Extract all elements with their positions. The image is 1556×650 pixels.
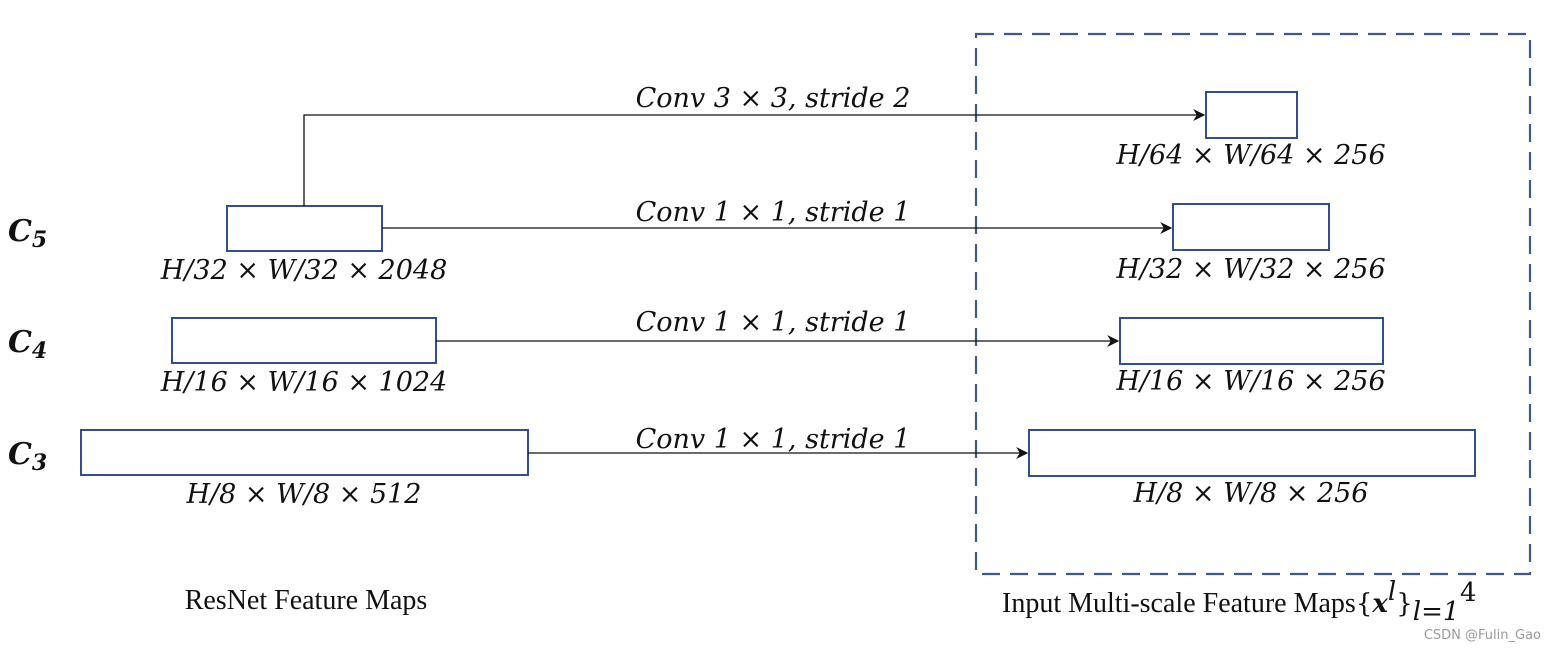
- output-map-x4-label: H/64 × W/64 × 256: [1115, 140, 1385, 171]
- stage-subscript: 4: [32, 338, 47, 364]
- output-map-x3-label: H/32 × W/32 × 256: [1115, 254, 1385, 285]
- output-map-x2-label: H/16 × W/16 × 256: [1115, 366, 1385, 397]
- resnet-map-c4-label: H/16 × W/16 × 1024: [160, 367, 448, 398]
- caption-resnet-feature-maps: ResNet Feature Maps: [185, 585, 428, 616]
- output-map-x3-box: [1172, 203, 1330, 251]
- caption-close-brace: }: [1396, 589, 1413, 619]
- output-map-x4-box: [1205, 91, 1298, 139]
- caption-var-sup: l: [1388, 577, 1396, 607]
- op-conv: Conv: [636, 83, 706, 114]
- op-label-c4-to-x2: Conv 1 × 1, stride 1: [636, 307, 911, 338]
- resnet-map-c4-box: [171, 317, 437, 364]
- op-conv: Conv: [636, 307, 706, 338]
- resnet-map-c3-box: [80, 429, 529, 476]
- caption-sup: 4: [1460, 578, 1477, 608]
- resnet-map-c5-label: H/32 × W/32 × 2048: [160, 255, 448, 286]
- op-kernel: 1 × 1,: [714, 424, 797, 455]
- op-conv: Conv: [636, 424, 706, 455]
- stage-letter: C: [8, 214, 32, 249]
- op-stride-word: stride: [805, 197, 885, 228]
- arrow-c5-to-x4: [303, 109, 1206, 206]
- op-stride-value: 1: [893, 197, 910, 228]
- op-stride-word: stride: [805, 83, 885, 114]
- resnet-map-c3-label: H/8 × W/8 × 512: [186, 479, 422, 510]
- op-stride-value: 1: [893, 307, 910, 338]
- caption-var: x: [1371, 589, 1388, 619]
- op-kernel: 1 × 1,: [714, 197, 797, 228]
- caption-open-brace: {: [1356, 589, 1373, 619]
- op-stride-word: stride: [805, 307, 885, 338]
- stage-label-c3: C3: [8, 437, 47, 476]
- output-map-x1-label: H/8 × W/8 × 256: [1133, 478, 1369, 509]
- watermark: CSDN @Fulin_Gao: [1424, 628, 1541, 643]
- op-label-c5-to-x4: Conv 3 × 3, stride 2: [636, 83, 911, 114]
- stage-subscript: 5: [32, 227, 47, 253]
- output-maps-region: [974, 32, 1532, 576]
- op-label-c5-to-x3: Conv 1 × 1, stride 1: [636, 197, 911, 228]
- op-stride-value: 2: [892, 83, 910, 114]
- resnet-map-c5-box: [226, 205, 383, 252]
- stage-label-c4: C4: [8, 325, 47, 364]
- op-label-c3-to-x1: Conv 1 × 1, stride 1: [636, 424, 911, 455]
- op-stride-value: 1: [893, 424, 910, 455]
- output-map-x1-box: [1028, 429, 1476, 477]
- output-map-x2-box: [1119, 317, 1384, 365]
- op-stride-word: stride: [805, 424, 885, 455]
- op-conv: Conv: [636, 197, 706, 228]
- caption-text: Input Multi-scale Feature Maps: [1002, 588, 1356, 619]
- op-kernel: 1 × 1,: [714, 307, 797, 338]
- caption-input-multiscale-feature-maps: Input Multi-scale Feature Maps{xl}l=1: [1002, 577, 1459, 627]
- stage-subscript: 3: [32, 450, 47, 476]
- op-kernel: 3 × 3,: [714, 83, 797, 114]
- caption-sub: l=1: [1413, 597, 1460, 627]
- stage-letter: C: [8, 325, 32, 360]
- stage-label-c5: C5: [8, 214, 47, 253]
- stage-letter: C: [8, 437, 32, 472]
